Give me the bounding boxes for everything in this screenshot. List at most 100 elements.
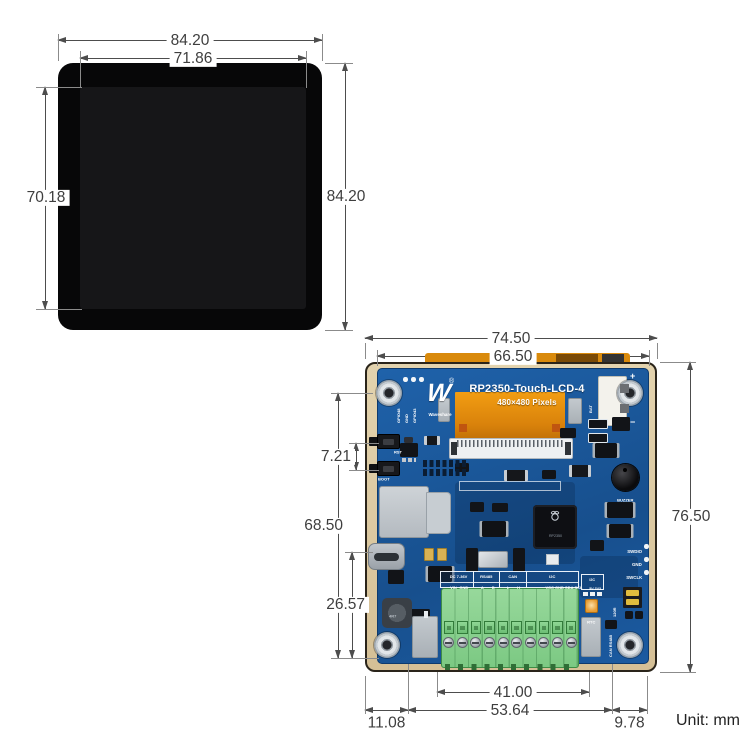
registered-mark: ® (449, 378, 455, 385)
inductor-marking: 4R7 (389, 614, 397, 619)
ext-line (349, 443, 379, 444)
component (492, 503, 508, 512)
dim-right-offset: 9.78 (611, 707, 648, 731)
dim-label: 74.50 (487, 330, 535, 348)
ext-line (322, 34, 323, 61)
terminal-cell (564, 621, 578, 663)
component (470, 502, 484, 512)
ext-line (36, 309, 82, 310)
ext-line (647, 676, 648, 714)
crystal-oscillator (478, 551, 508, 568)
ext-line (306, 51, 307, 88)
ext-line (58, 34, 59, 61)
battery-pin (620, 404, 629, 413)
regulator-legs (402, 458, 416, 462)
pad-grid (423, 469, 467, 476)
pad-grid (423, 460, 467, 467)
component (588, 419, 608, 429)
component (504, 470, 528, 481)
component (542, 470, 556, 479)
boot-button-stub (369, 464, 378, 473)
ic-chip (595, 443, 617, 458)
can-rs485-label: CAN RS485 (608, 634, 614, 657)
pad-dot (411, 377, 416, 382)
dim-back-outer-width: 74.50 (364, 330, 658, 348)
component (588, 433, 608, 443)
component (513, 548, 525, 572)
battery-pin (620, 384, 629, 393)
dim-label: 68.50 (300, 517, 347, 534)
ext-line (331, 393, 373, 394)
dim-usb-span: 26.57 (322, 551, 369, 659)
fpc-latch (565, 442, 571, 455)
flex-cable-chip (602, 354, 624, 362)
port-group-dc: DC 7-36V VIN GND (440, 571, 474, 589)
waveshare-logo-icon: W (425, 379, 453, 407)
flex-cable-marking (556, 354, 598, 362)
mounting-hole (617, 632, 643, 658)
ext-line (365, 676, 366, 714)
dim-terminal-width: 41.00 (436, 684, 590, 702)
component (404, 437, 413, 443)
dim-back-pcb-width: 66.50 (376, 348, 650, 366)
unit-note: Unit: mm (676, 712, 740, 729)
ext-line (349, 470, 379, 471)
ext-line (365, 343, 366, 359)
jumper-pad (583, 592, 588, 596)
terminal-serration (445, 664, 575, 670)
microsd-card (426, 492, 451, 534)
fpc-side-pad (568, 398, 582, 424)
swdio-label: SWDIO (627, 549, 642, 554)
ext-line (325, 330, 353, 331)
dim-left-offset: 11.08 (364, 707, 409, 731)
component (635, 611, 643, 619)
edge-component (412, 616, 438, 658)
i2c-voltage-select: I2C 5V 3V3 (581, 574, 604, 590)
terminal-cells (442, 621, 578, 663)
dim-back-outer-height: 76.50 (667, 361, 715, 673)
dim-label: 70.18 (22, 189, 70, 207)
port-group-rs485: RS485 A B (473, 571, 500, 589)
led-pad (546, 554, 559, 565)
terminal-cell (537, 621, 551, 663)
ic-chip (482, 521, 506, 537)
pad-dot (419, 377, 424, 382)
port-group-i2c: I2C VCC GND SDA SCL (526, 571, 582, 589)
silkscreen-outline (459, 481, 561, 491)
component (569, 465, 591, 477)
dim-label: 26.57 (322, 596, 369, 614)
rtc-label: RTC (587, 620, 596, 625)
terminal-cell (524, 621, 538, 663)
lcd-active-area (80, 87, 306, 309)
bat-plus-mark: + (630, 371, 636, 381)
component (560, 428, 576, 438)
edge-component (581, 617, 601, 657)
mounting-hole (376, 380, 402, 406)
ext-line (80, 51, 81, 88)
ext-line (660, 362, 696, 363)
terminal-cell (469, 621, 483, 663)
chip-marking: RP2350 (548, 534, 562, 539)
ext-line (408, 664, 409, 714)
terminal-cell (551, 621, 565, 663)
swdio-pad (644, 544, 649, 549)
swclk-pad (644, 570, 649, 575)
boot-button (377, 461, 400, 476)
terminal-cell (483, 621, 497, 663)
dim-label: 76.50 (667, 508, 715, 526)
bat-label: BAT (588, 405, 594, 413)
usb-c-port (368, 543, 405, 570)
bat-minus-mark: − (630, 417, 636, 427)
pad-dot (403, 377, 408, 382)
boot-label: BOOT (378, 477, 390, 482)
dim-label: 7.21 (316, 448, 355, 465)
inductor (382, 598, 412, 628)
ext-line (325, 63, 353, 64)
dim-label: 9.78 (614, 714, 645, 731)
dim-front-outer-height: 84.20 (322, 62, 370, 331)
termination-dip-switch (623, 587, 642, 608)
buzzer (612, 464, 639, 491)
diode (406, 609, 430, 620)
fpc-mark (459, 424, 467, 432)
